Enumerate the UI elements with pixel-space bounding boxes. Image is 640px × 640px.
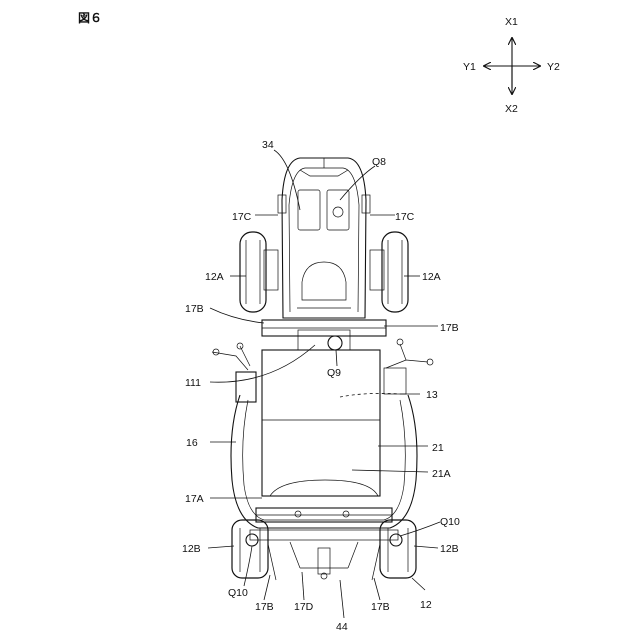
rear-wheels <box>232 520 416 578</box>
upper-cross-frame <box>262 320 386 350</box>
label-17b-upper-left: 17B <box>185 303 204 315</box>
label-17c-left: 17C <box>232 211 252 223</box>
axis-y1-label: Y1 <box>463 61 476 73</box>
label-44: 44 <box>336 621 348 633</box>
label-q8: Q8 <box>372 156 386 168</box>
label-q10-left: Q10 <box>228 587 248 599</box>
cabin-box <box>262 350 380 496</box>
direction-compass: X1 X2 Y1 Y2 <box>463 16 560 115</box>
port-q8 <box>333 207 343 217</box>
label-17c-right: 17C <box>395 211 415 223</box>
rear-cross-frame <box>246 508 402 546</box>
label-17d: 17D <box>294 601 314 613</box>
port-q9 <box>328 336 342 350</box>
front-right-tire <box>382 232 408 312</box>
label-21: 21 <box>432 442 444 454</box>
label-q9: Q9 <box>327 367 341 379</box>
axis-x1-label: X1 <box>505 16 518 28</box>
axis-x2-label: X2 <box>505 103 518 115</box>
label-17b-lower-right: 17B <box>371 601 390 613</box>
label-17b-lower-left: 17B <box>255 601 274 613</box>
label-34: 34 <box>262 139 274 151</box>
rear-right-tire <box>380 520 416 578</box>
label-17b-upper-right: 17B <box>440 322 459 334</box>
label-12b-right: 12B <box>440 543 459 555</box>
label-12a-left: 12A <box>205 271 224 283</box>
label-17a: 17A <box>185 493 204 505</box>
label-12a-right: 12A <box>422 271 441 283</box>
cabin-unit <box>262 336 400 496</box>
label-12: 12 <box>420 599 432 611</box>
label-12b-left: 12B <box>182 543 201 555</box>
label-111: 111 <box>185 377 201 389</box>
rear-left-tire <box>232 520 268 578</box>
axis-y2-label: Y2 <box>547 61 560 73</box>
label-16: 16 <box>186 437 198 449</box>
rear-hitch <box>268 542 380 580</box>
label-21a: 21A <box>432 468 451 480</box>
front-left-tire <box>240 232 266 312</box>
label-q10-right: Q10 <box>440 516 460 528</box>
figure-title: 図６ <box>78 11 102 25</box>
reference-labels: 34 Q8 17C 17C 12A 12A 17B 17B 111 Q9 13 … <box>182 139 460 633</box>
label-13: 13 <box>426 389 438 401</box>
side-levers <box>212 339 433 402</box>
